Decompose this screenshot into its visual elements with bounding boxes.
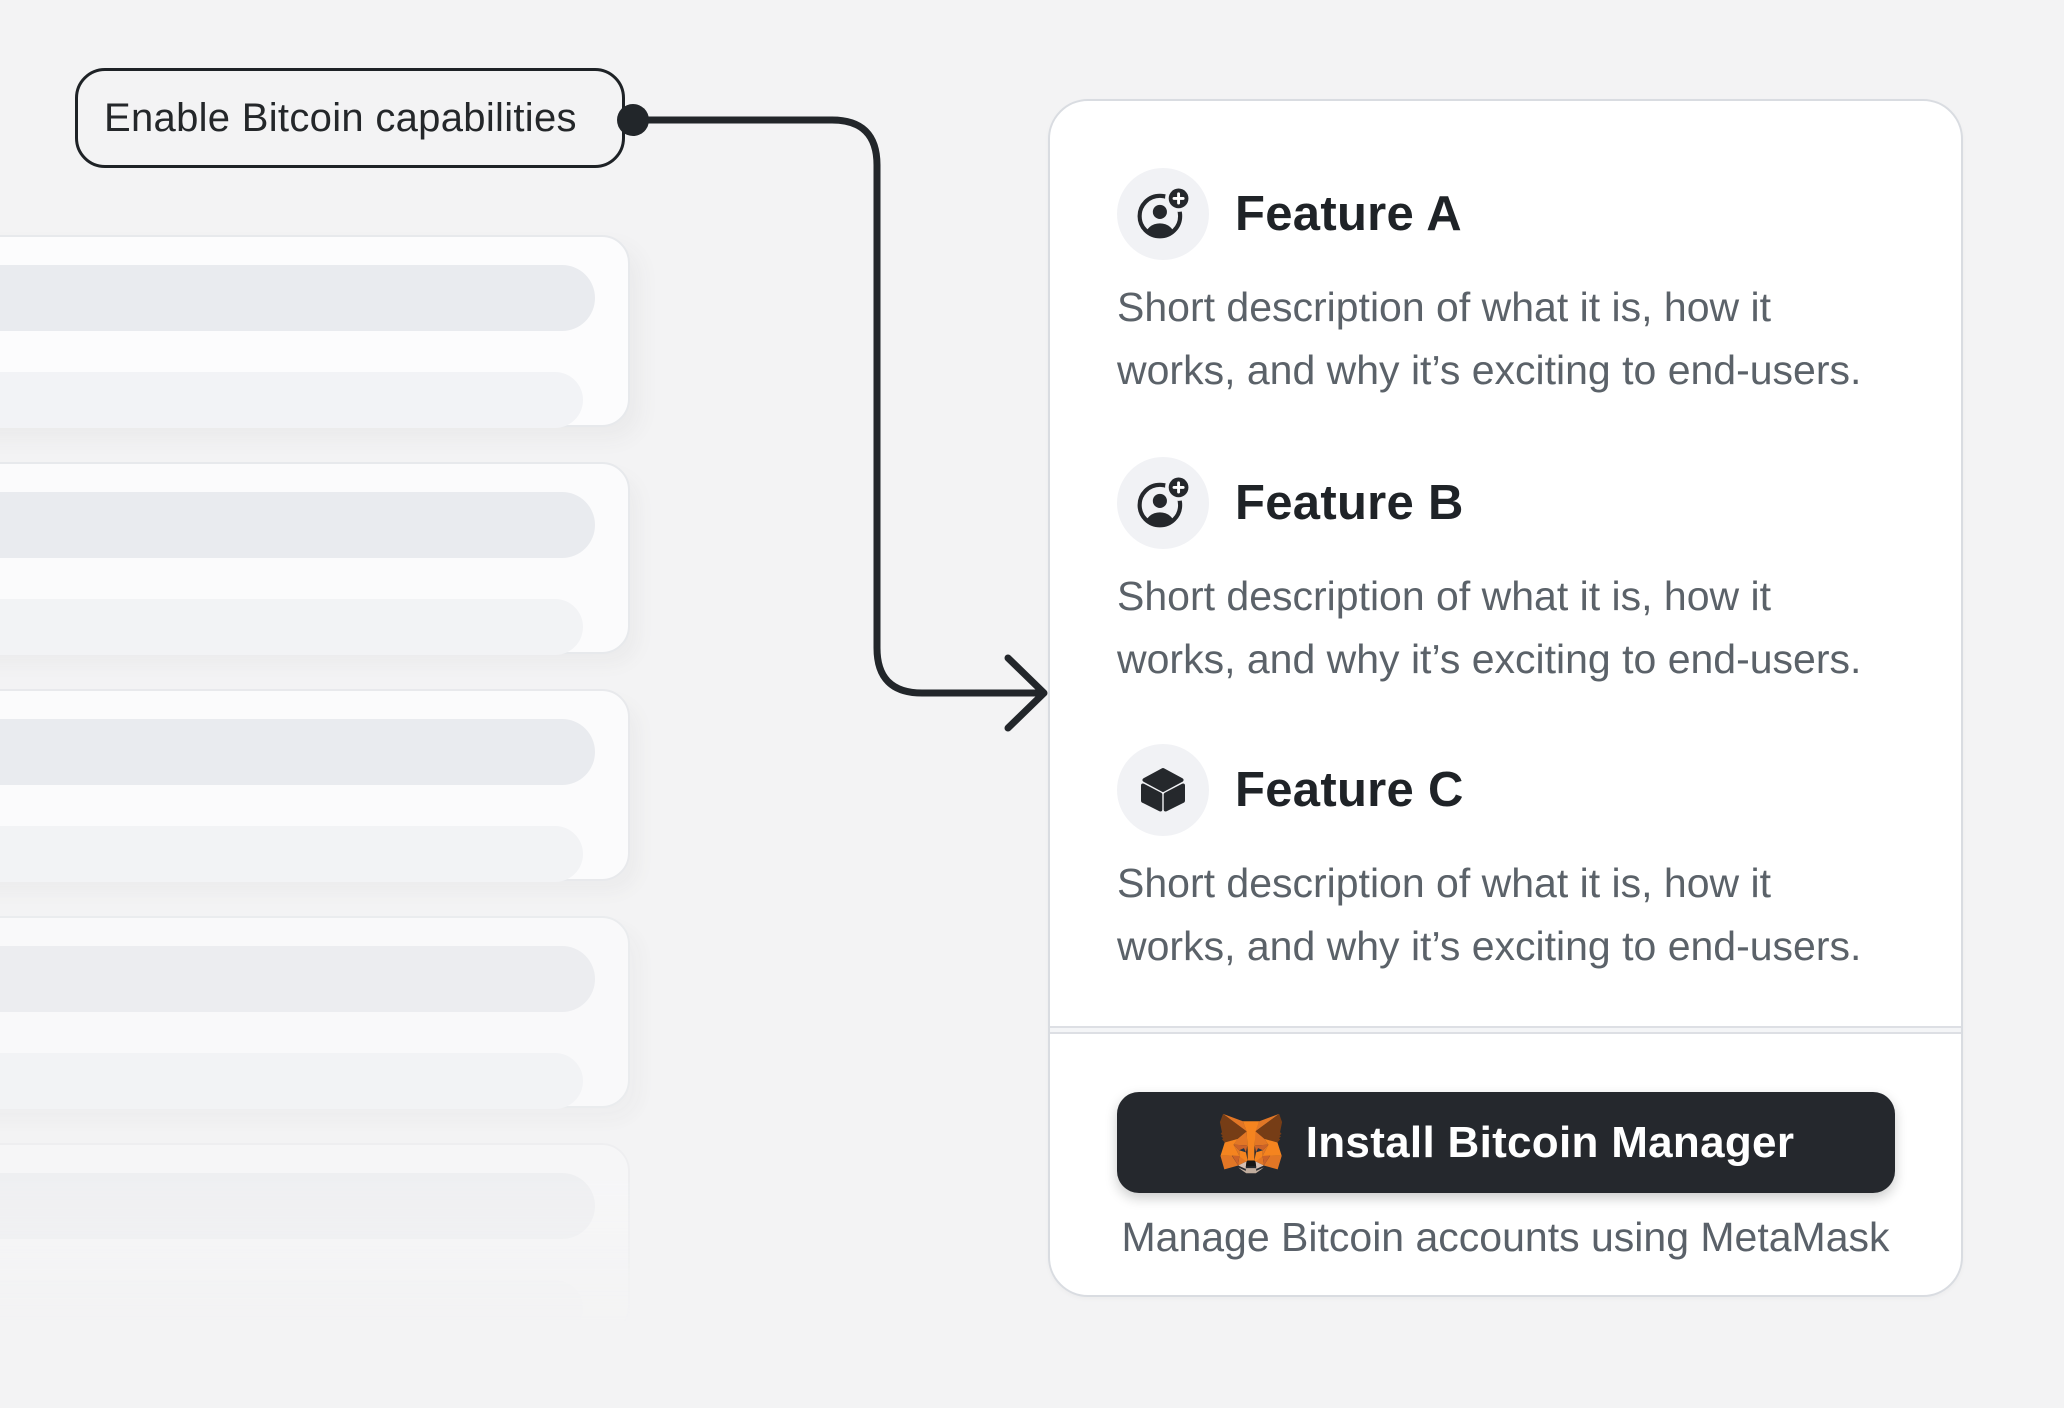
skeleton-card [0, 235, 630, 428]
skeleton-card [0, 462, 630, 655]
feature-a-badge [1117, 168, 1209, 260]
skeleton-line [0, 946, 595, 1012]
annotation-label-text: Enable Bitcoin capabilities [104, 95, 577, 140]
install-button-label: Install Bitcoin Manager [1305, 1117, 1795, 1167]
feature-a-title: Feature A [1235, 187, 1462, 241]
skeleton-line [0, 372, 583, 428]
metamask-fox-icon [1219, 1113, 1282, 1173]
install-bitcoin-manager-button[interactable]: Install Bitcoin Manager [1117, 1092, 1895, 1193]
install-caption: Manage Bitcoin accounts using MetaMask [1121, 1214, 1890, 1260]
card-divider [1050, 1026, 1961, 1034]
account-add-icon [1137, 187, 1190, 239]
skeleton-line [0, 1053, 583, 1109]
skeleton-card [0, 916, 630, 1109]
skeleton-card [0, 1143, 630, 1336]
skeleton-card [0, 689, 630, 882]
skeleton-line [0, 599, 583, 655]
skeleton-line [0, 492, 595, 558]
feature-row-a: Feature A [1117, 168, 1462, 260]
feature-c-title: Feature C [1235, 763, 1464, 817]
feature-row-c: Feature C [1117, 744, 1464, 836]
bitcoin-features-card: Feature A Short description of what it i… [1048, 99, 1963, 1297]
feature-row-b: Feature B [1117, 457, 1464, 549]
feature-c-badge [1117, 744, 1209, 836]
skeleton-line [0, 826, 583, 882]
account-add-icon [1137, 476, 1190, 528]
cube-icon [1141, 768, 1185, 812]
feature-b-title: Feature B [1235, 476, 1464, 530]
skeleton-line [0, 265, 595, 331]
skeleton-line [0, 1280, 583, 1336]
skeleton-line [0, 1173, 595, 1239]
skeleton-line [0, 719, 595, 785]
annotation-label: Enable Bitcoin capabilities [75, 68, 625, 168]
feature-b-badge [1117, 457, 1209, 549]
